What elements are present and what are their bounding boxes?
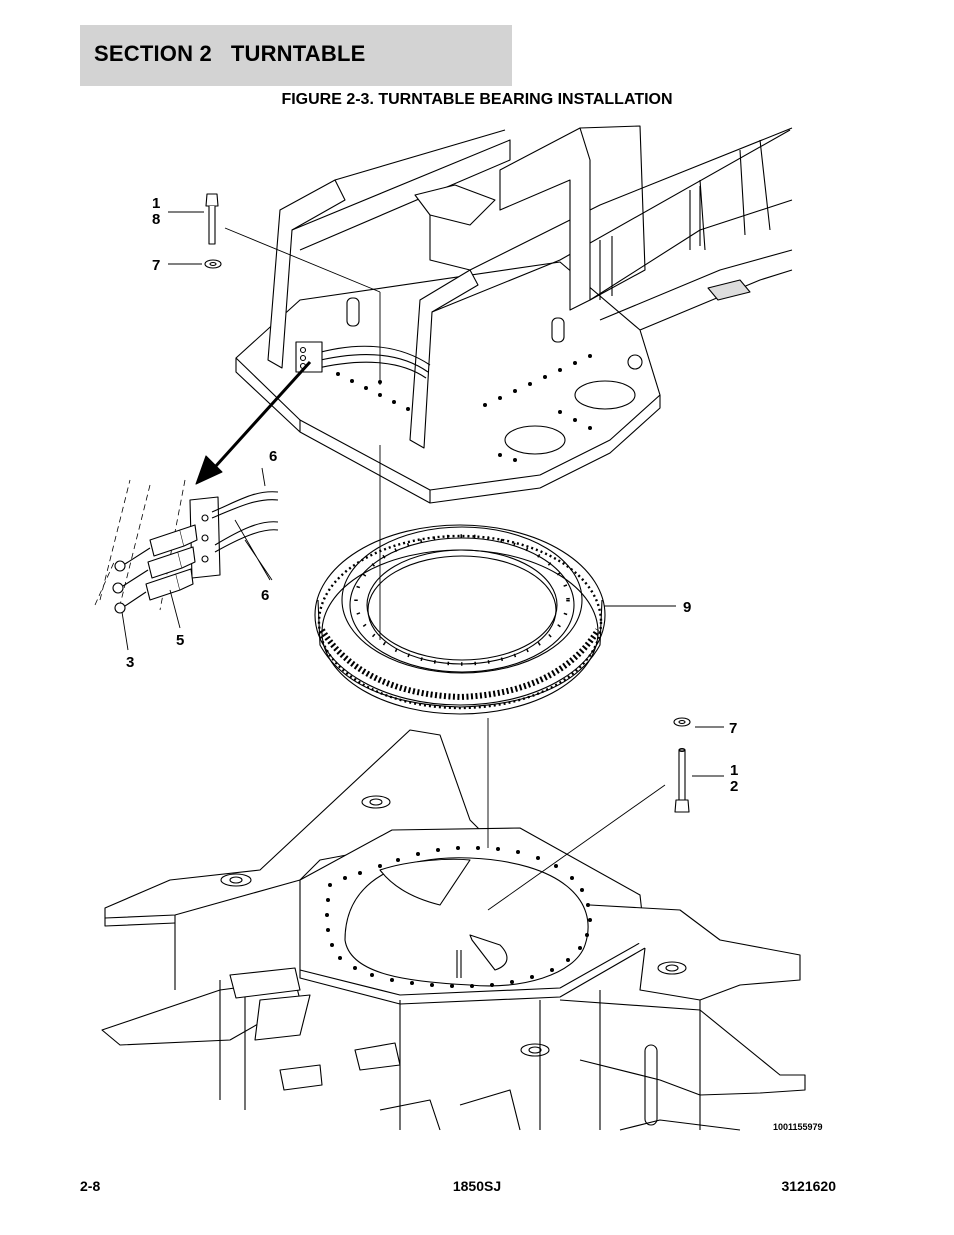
figure-title: FIGURE 2-3. TURNTABLE BEARING INSTALLATI… — [281, 91, 673, 108]
callout-hoses-6-bottom: 6 — [261, 587, 269, 604]
callout-top-bolt-8: 8 — [152, 211, 160, 228]
chassis-frame-drawing — [101, 729, 806, 1131]
top-bolt-drawing — [204, 193, 222, 269]
callout-bearing-9: 9 — [683, 599, 691, 616]
detail-arrow — [195, 360, 312, 485]
fittings-detail-drawing — [94, 479, 279, 614]
callout-hoses-6-top: 6 — [269, 448, 277, 465]
drawing-number: 1001155979 — [773, 1122, 823, 1132]
slew-bearing-drawing — [314, 524, 606, 715]
section-header-bar: SECTION 2 TURNTABLE — [80, 25, 512, 86]
callout-fitting-3: 3 — [126, 654, 134, 671]
callout-fitting-5: 5 — [176, 632, 184, 649]
leader-lines — [121, 211, 724, 911]
turntable-frame-drawing — [235, 125, 793, 504]
callout-lower-bolt-2: 2 — [730, 778, 738, 795]
callout-top-bolt-1: 1 — [152, 195, 160, 212]
section-title: SECTION 2 TURNTABLE — [94, 41, 366, 66]
callout-labels: 1 8 7 6 6 5 3 9 7 1 2 1001155979 — [126, 195, 823, 1132]
callout-top-washer-7: 7 — [152, 257, 160, 274]
model-name: 1850SJ — [452, 1178, 502, 1194]
callout-lower-washer-7: 7 — [729, 720, 737, 737]
callout-lower-bolt-1: 1 — [730, 762, 738, 779]
manual-number: 3121620 — [781, 1178, 836, 1194]
page-number: 2-8 — [80, 1178, 101, 1194]
lower-bolt-drawing — [673, 717, 691, 813]
